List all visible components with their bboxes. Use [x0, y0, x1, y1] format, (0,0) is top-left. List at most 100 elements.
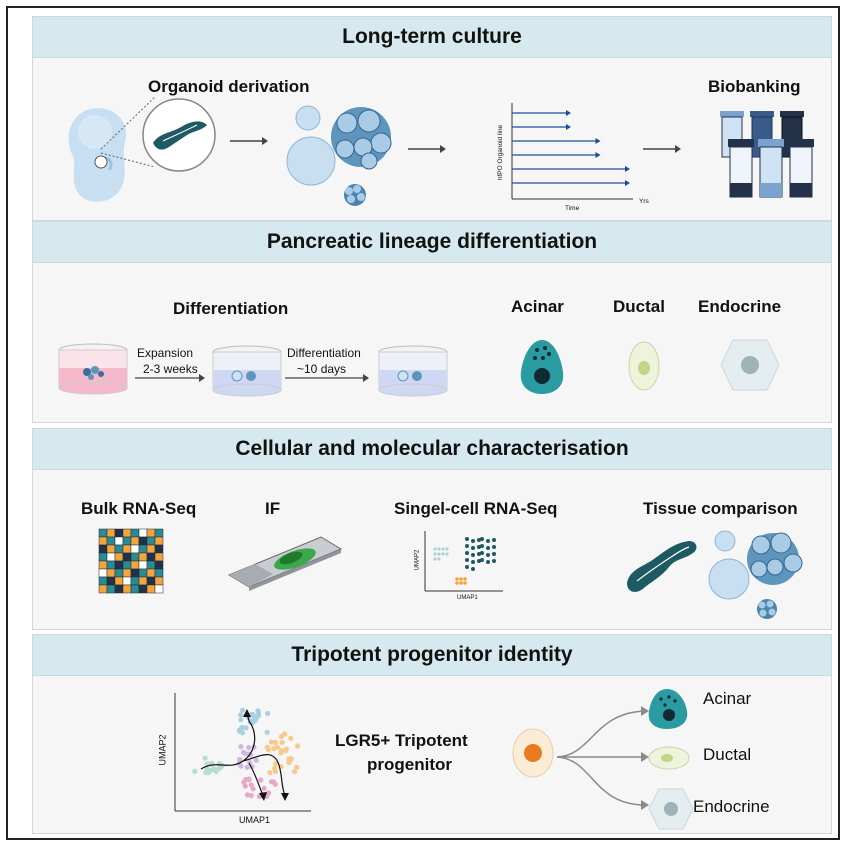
umap-dot	[492, 552, 496, 556]
umap-dot	[242, 783, 248, 789]
differentiation-step-time: ~10 days	[297, 362, 347, 376]
heatmap-cell	[138, 560, 148, 570]
cell-acinar-label: Acinar	[511, 297, 564, 316]
timeline-chart	[511, 103, 633, 200]
umap-dot	[246, 776, 252, 782]
heatmap-cell	[122, 568, 132, 578]
umap-dot	[282, 731, 288, 737]
heatmap-cell	[98, 576, 108, 586]
timeline-arrowhead	[595, 138, 601, 144]
heatmap-cell	[114, 552, 124, 562]
heatmap-cell	[154, 544, 164, 554]
differentiation-step-name: Differentiation	[287, 346, 361, 360]
umap-dot	[255, 713, 262, 719]
endocrine-cell-icon	[720, 339, 780, 391]
section-title: Tripotent progenitor identity	[291, 643, 573, 666]
heatmap-cell	[146, 544, 156, 554]
section-tripotent-progenitor: Tripotent progenitor identity UMAP1 UMAP…	[32, 634, 832, 834]
heatmap-cell	[114, 568, 124, 578]
umap-dot	[212, 766, 218, 773]
heatmap-cell	[130, 544, 140, 554]
heatmap-cell	[98, 568, 108, 578]
umap-dot	[216, 765, 222, 772]
heatmap-cell	[138, 584, 148, 594]
umap-dot	[251, 714, 258, 720]
umap-dot	[238, 744, 244, 750]
pancreas-tissue-icon	[627, 541, 697, 592]
heatmap-cell	[154, 568, 164, 578]
heatmap-cell	[146, 576, 156, 586]
acinar-cell-icon	[520, 340, 564, 394]
umap-dot	[279, 739, 285, 745]
timeline-xlabel: Time	[565, 205, 580, 212]
umap-small-xlabel: UMAP1	[457, 595, 478, 601]
organoid-derivation-label: Organoid derivation	[148, 77, 310, 96]
section-header: Pancreatic lineage differentiation	[33, 222, 831, 263]
heatmap-cell	[130, 584, 140, 594]
umap-dot	[258, 777, 264, 783]
umap-dot	[437, 547, 441, 551]
timeline-arrowhead	[625, 180, 630, 186]
umap-dot	[480, 537, 484, 541]
heatmap-cell	[114, 584, 124, 594]
umap-dot	[465, 551, 469, 555]
umap-dot	[252, 718, 258, 724]
umap-dot	[268, 739, 274, 745]
figure-frame: Long-term culture Organoid derivation Bi…	[6, 6, 840, 840]
umap-dot	[237, 756, 243, 762]
umap-dot	[463, 581, 467, 585]
heatmap-cell	[146, 552, 156, 562]
heatmap-cell	[130, 552, 140, 562]
heatmap-cell	[114, 560, 124, 570]
arrow-2	[408, 145, 446, 153]
umap-dot	[283, 748, 289, 754]
umap-dot	[445, 547, 449, 551]
umap-dot	[455, 577, 459, 581]
organoid-cluster-icon	[286, 105, 392, 206]
heatmap-cell	[98, 584, 108, 594]
umap-dot	[486, 546, 490, 550]
arrow-differentiation	[285, 374, 369, 382]
heatmap-cell	[98, 552, 108, 562]
umap-dot	[486, 539, 490, 543]
heatmap-cell	[146, 560, 156, 570]
if-slide-icon	[227, 536, 343, 591]
heatmap-cell	[146, 584, 156, 594]
progenitor-label-line1: LGR5+ Tripotent	[335, 731, 468, 750]
umap-dot	[433, 557, 437, 561]
method-bulk-rnaseq-label: Bulk RNA-Seq	[81, 499, 197, 518]
umap-dot	[238, 712, 244, 718]
umap-dot	[471, 567, 475, 571]
umap-dot	[247, 760, 253, 766]
biobanking-label: Biobanking	[708, 77, 801, 96]
umap-dot	[433, 552, 437, 556]
heatmap-cell	[122, 552, 132, 562]
section-header: Cellular and molecular characterisation	[33, 429, 831, 470]
umap-dot	[471, 546, 475, 550]
timeline-unit: Yrs	[639, 198, 649, 205]
heatmap-cell	[122, 584, 132, 594]
umap-small-ylabel: UMAP2	[414, 549, 421, 571]
fate-endocrine-label: Endocrine	[693, 797, 770, 816]
umap-dot	[433, 547, 437, 551]
method-if-label: IF	[265, 499, 281, 518]
heatmap-cell	[154, 552, 164, 562]
heatmap-cell	[98, 536, 108, 546]
heatmap-cell	[106, 536, 116, 546]
cell-ductal-label: Ductal	[613, 297, 665, 316]
arrow-3	[643, 145, 681, 153]
umap-dot	[492, 545, 496, 549]
umap-dot	[202, 755, 208, 761]
timeline-arrowhead	[566, 110, 571, 116]
umap-dot	[192, 768, 198, 774]
umap-dot	[248, 782, 254, 788]
umap-dot	[238, 717, 244, 723]
zoom-lines	[100, 96, 156, 168]
umap-dot	[264, 729, 270, 735]
umap-dot	[271, 746, 277, 752]
heatmap-cell	[138, 528, 148, 538]
umap-dot	[273, 761, 279, 767]
heatmap-cell	[138, 576, 148, 586]
umap-dot	[248, 793, 254, 799]
heatmap-cell	[130, 528, 140, 538]
